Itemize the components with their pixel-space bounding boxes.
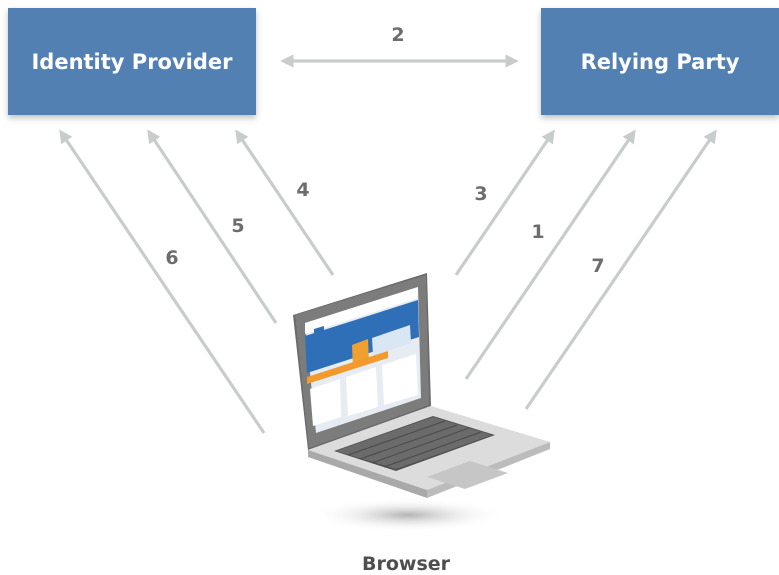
step-1-label: 1 (531, 221, 545, 243)
identity-provider-label: Identity Provider (31, 49, 233, 74)
step-7-label: 7 (591, 255, 605, 277)
step-2-label: 2 (391, 24, 405, 46)
arrow-step-1 (464, 129, 636, 380)
arrow-step-6 (59, 129, 266, 434)
arrow-step-3 (454, 129, 555, 276)
relying-party-box: Relying Party (541, 8, 779, 115)
arrow-step-4 (235, 129, 335, 276)
identity-provider-box: Identity Provider (8, 8, 256, 115)
step-5-label: 5 (231, 215, 245, 237)
laptop-icon (293, 273, 550, 532)
arrow-step-5 (147, 129, 278, 324)
step-3-label: 3 (474, 183, 488, 205)
relying-party-label: Relying Party (580, 49, 740, 74)
step-6-label: 6 (165, 247, 179, 269)
step-4-label: 4 (296, 179, 310, 201)
browser-caption: Browser (361, 553, 451, 575)
arrow-step-7 (524, 129, 717, 410)
